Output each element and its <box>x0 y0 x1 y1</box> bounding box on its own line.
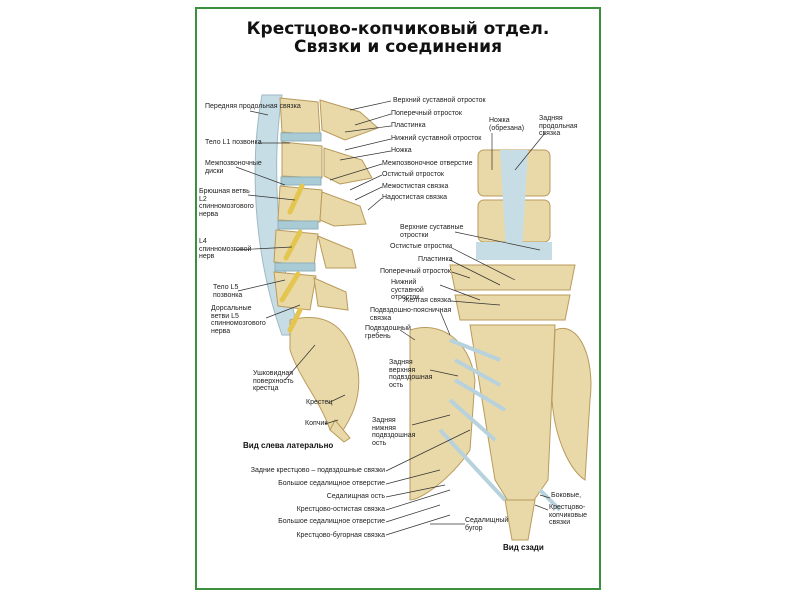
label-ischial-spine: Седалищная ость <box>326 493 385 500</box>
leader-lines <box>233 100 551 536</box>
label-inferior-articular-process: Нижний суставной отросток <box>391 135 482 142</box>
label-auricular-surface: Ушковидная поверхность крестца <box>253 370 294 392</box>
poster-title: Крестцово-копчиковый отдел. Связки и сое… <box>195 20 601 56</box>
label-superior-articular-process: Верхний суставной отросток <box>393 97 486 104</box>
title-line-1: Крестцово-копчиковый отдел. <box>246 19 550 39</box>
label-transverse-process-posterior: Поперечный отросток <box>380 268 451 275</box>
lateral-spine-illustration <box>254 94 379 443</box>
label-posterior-inferior-iliac-spine: Задняя нижняя подвздошная ость <box>372 417 416 447</box>
label-superior-articular-processes: Верхние суставные отростки <box>400 224 464 239</box>
label-l5-body: Тело L5 позвонка <box>213 284 243 299</box>
label-l5-dorsal-rami: Дорсальные ветви L5 спинномозгового нерв… <box>211 305 266 335</box>
label-coccyx: Копчик <box>305 420 328 427</box>
label-interspinous-ligament: Межостистая связка <box>382 183 449 190</box>
label-posterior-sacroiliac-ligaments: Задние крестцово – подвздошные связки <box>250 467 385 474</box>
label-spinous-processes: Остистые отростки <box>390 243 453 250</box>
label-transverse-process: Поперечный отросток <box>391 110 462 117</box>
label-intervertebral-foramen: Межпозвоночное отверстие <box>382 160 473 167</box>
label-intervertebral-discs: Межпозвоночные диски <box>205 160 262 175</box>
caption-posterior-view: Вид сзади <box>503 543 544 552</box>
label-l4-spinal-nerve: L4 спинномозговой нерв <box>199 238 252 260</box>
label-ischial-tuberosity: Седалищный бугор <box>465 517 509 532</box>
label-posterior-superior-iliac-spine: Задняя верхняя подвздошная ость <box>389 359 433 389</box>
label-supraspinous-ligament: Надостистая связка <box>382 194 448 201</box>
title-line-2: Связки и соединения <box>293 37 502 57</box>
label-ligamentum-flavum: Желтая связка <box>403 297 452 304</box>
label-l1-body: Тело L1 позвонка <box>205 139 262 146</box>
label-sacrotuberous-ligament: Крестцово-бугорная связка <box>296 532 385 539</box>
label-posterior-longitudinal-ligament: Задняя продольная связка <box>539 115 578 137</box>
caption-lateral-view: Вид слева латерально <box>243 441 334 450</box>
label-lateral: Боковые, <box>551 492 582 499</box>
label-iliac-crest: Подвздошный гребень <box>365 325 411 340</box>
label-inferior-articular-process-posterior: Нижний суставной отросток <box>391 279 424 301</box>
label-l2-ventral-ramus: Брюшная ветвь L2 спинномозгового нерва <box>199 188 254 218</box>
posterior-spine-illustration <box>409 149 592 541</box>
label-greater-sciatic-foramen-2: Большое седалищное отверстие <box>278 518 385 525</box>
label-lamina: Пластинка <box>391 122 426 129</box>
label-sacrospinous-ligament: Крестцово-остистая связка <box>296 506 385 513</box>
label-sacrococcygeal-ligaments: Крестцово-копчиковые связки <box>549 504 588 526</box>
label-spinous-process: Остистый отросток <box>382 171 444 178</box>
label-pedicle: Ножка <box>391 147 412 154</box>
label-greater-sciatic-foramen: Большое седалищное отверстие <box>278 480 385 487</box>
label-pedicle-cut: Ножка (обрезана) <box>489 117 525 132</box>
label-anterior-longitudinal-ligament: Передняя продольная связка <box>205 103 301 110</box>
label-sacrum: Крестец <box>306 399 333 406</box>
label-lamina-posterior: Пластинка <box>418 256 453 263</box>
label-iliolumbar-ligament: Подвздошно-поясничная связка <box>370 307 452 322</box>
